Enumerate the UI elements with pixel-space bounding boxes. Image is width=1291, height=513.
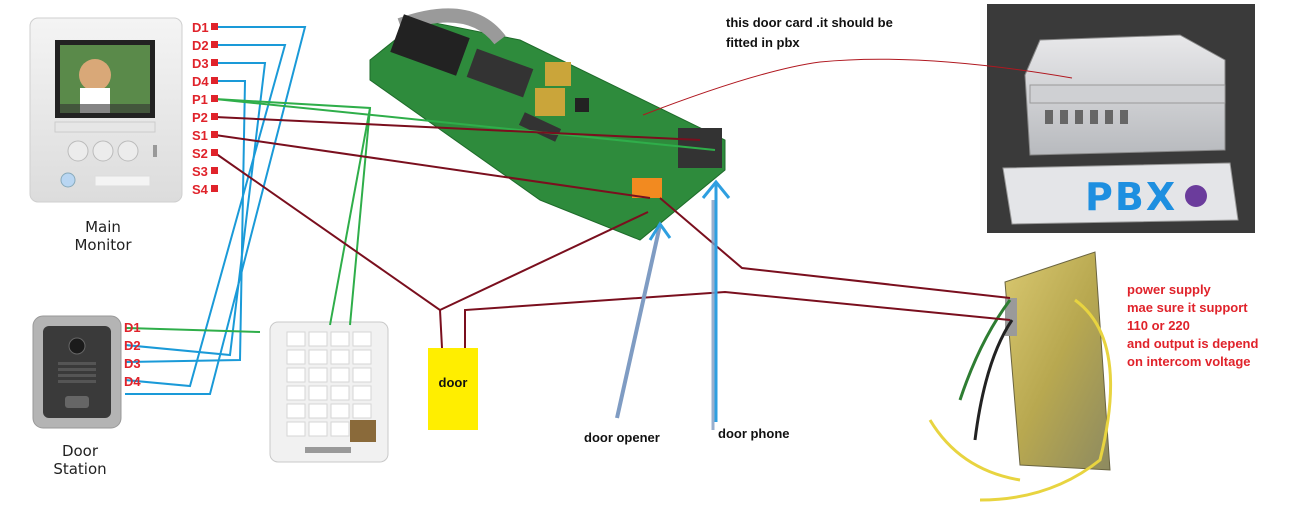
keypad-key xyxy=(308,403,328,419)
wire-s1-maroon xyxy=(214,134,651,199)
pbx-unit xyxy=(987,4,1255,233)
keypad-key xyxy=(308,421,328,437)
power-supply-note-line3: 110 or 220 xyxy=(1127,318,1190,333)
power-supply-note-line2: mae sure it support xyxy=(1127,300,1248,315)
door-block xyxy=(428,348,478,430)
monitor-pin-d2: D2 xyxy=(192,38,209,53)
wire-p1-green-branch xyxy=(329,107,371,326)
door-card-note-line2: fitted in pbx xyxy=(726,35,800,50)
keypad-key xyxy=(286,349,306,365)
keypad-key xyxy=(330,421,350,437)
wire-d1-blue xyxy=(125,26,307,395)
keypad-key xyxy=(286,385,306,401)
wire-door-to-card xyxy=(439,211,649,311)
keypad-key xyxy=(286,403,306,419)
keypad-key xyxy=(286,367,306,383)
keypad-key xyxy=(352,349,372,365)
keypad-key xyxy=(352,367,372,383)
door-phone-label: door phone xyxy=(718,426,790,441)
station-pin-d2: D2 xyxy=(124,338,141,353)
door-label: door xyxy=(438,375,468,390)
pin-marker xyxy=(211,77,218,84)
main-monitor-caption-line1: Main xyxy=(85,218,121,236)
door-station-caption-line1: Door xyxy=(61,442,99,460)
wire-p1-to-card xyxy=(214,98,716,151)
monitor-pin-s4: S4 xyxy=(192,182,208,197)
pin-marker xyxy=(211,185,218,192)
wire-p2-maroon xyxy=(214,116,701,141)
pin-marker xyxy=(211,23,218,30)
door-station-caption: Door Station xyxy=(30,442,130,478)
monitor-pin-s1: S1 xyxy=(192,128,208,143)
door-card-note-line1: this door card .it should be xyxy=(726,15,893,30)
keypad-key xyxy=(352,403,372,419)
wire-station-d1-green xyxy=(124,327,261,333)
wire-d2-blue xyxy=(124,44,287,388)
wire-d4-blue xyxy=(124,80,247,363)
power-supply-note-line5: on intercom voltage xyxy=(1127,354,1251,369)
pin-marker xyxy=(211,95,218,102)
wire-card-to-psu xyxy=(659,197,1011,299)
keypad-key xyxy=(330,331,350,347)
main-monitor-caption-line2: Monitor xyxy=(74,236,132,254)
keypad-door-phone xyxy=(269,321,389,463)
pin-markers xyxy=(211,23,218,192)
station-pin-d4: D4 xyxy=(124,374,141,389)
keypad-key xyxy=(330,367,350,383)
monitor-pin-d4: D4 xyxy=(192,74,209,89)
wires xyxy=(124,26,1011,395)
pin-marker xyxy=(211,59,218,66)
keypad-key xyxy=(330,385,350,401)
pbx-logo: PBX xyxy=(1085,175,1178,219)
keypad-key xyxy=(308,367,328,383)
power-supply xyxy=(928,251,1113,502)
monitor-pin-p2: P2 xyxy=(192,110,208,125)
door-station-caption-line2: Station xyxy=(53,460,107,478)
monitor-pin-d1: D1 xyxy=(192,20,209,35)
power-supply-note: power supply mae sure it support 110 or … xyxy=(1127,281,1258,371)
monitor-pin-d3: D3 xyxy=(192,56,209,71)
pin-marker xyxy=(211,167,218,174)
keypad-key xyxy=(286,421,306,437)
pin-marker xyxy=(211,113,218,120)
door-card-pcb xyxy=(369,8,726,241)
monitor-pin-p1: P1 xyxy=(192,92,208,107)
keypad-key xyxy=(308,349,328,365)
wire-d3-blue xyxy=(124,62,267,357)
power-supply-note-line1: power supply xyxy=(1127,282,1211,297)
keypad-key xyxy=(308,385,328,401)
wire-door-to-psu xyxy=(464,290,1011,348)
main-monitor-caption: Main Monitor xyxy=(48,218,158,254)
keypad-key xyxy=(330,349,350,365)
pointer-arrows xyxy=(615,58,1073,430)
station-pin-d3: D3 xyxy=(124,356,141,371)
pin-marker xyxy=(211,149,218,156)
monitor-pin-s3: S3 xyxy=(192,164,208,179)
keypad-key xyxy=(352,385,372,401)
keypad-key xyxy=(286,331,306,347)
power-supply-note-line4: and output is depend xyxy=(1127,336,1259,351)
door-opener-label: door opener xyxy=(584,430,660,445)
pin-marker xyxy=(211,41,218,48)
door-card-note: this door card .it should be fitted in p… xyxy=(726,13,893,53)
monitor-pin-s2: S2 xyxy=(192,146,208,161)
station-pin-d1: D1 xyxy=(124,320,141,335)
keypad-key xyxy=(352,331,372,347)
keypad-key xyxy=(308,331,328,347)
keypad-key xyxy=(330,403,350,419)
main-monitor xyxy=(29,17,183,203)
wire-s2-maroon xyxy=(214,152,443,349)
door-station xyxy=(32,315,122,429)
pin-marker xyxy=(211,131,218,138)
